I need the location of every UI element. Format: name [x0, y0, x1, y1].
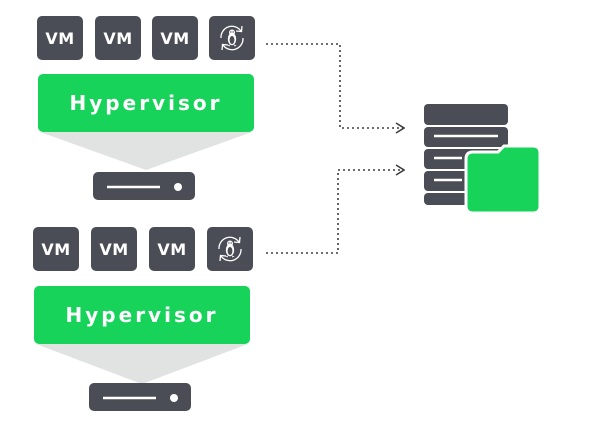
host-2-vm-1: VM	[33, 227, 79, 271]
host-2-agent-tile	[207, 227, 253, 271]
host-1-agent-tile	[209, 16, 255, 60]
host-1-vm-2: VM	[95, 16, 141, 60]
host-2-connector	[266, 170, 404, 254]
host-2-server-icon	[89, 383, 191, 411]
folder-icon	[464, 144, 542, 215]
linux-sync-icon	[218, 236, 242, 262]
host-2-cone	[36, 344, 248, 384]
host-1-vm-1: VM	[37, 16, 83, 60]
host-2-vm-2: VM	[91, 227, 137, 271]
host-2-hypervisor: Hypervisor	[34, 286, 250, 344]
host-1-vm-3: VM	[152, 16, 198, 60]
host-1-hypervisor: Hypervisor	[38, 74, 254, 132]
linux-sync-icon	[220, 25, 244, 51]
host-2-vm-3: VM	[149, 227, 195, 271]
host-1-connector	[266, 43, 404, 128]
host-1-server-icon	[93, 172, 195, 200]
host-1-cone	[40, 132, 252, 170]
